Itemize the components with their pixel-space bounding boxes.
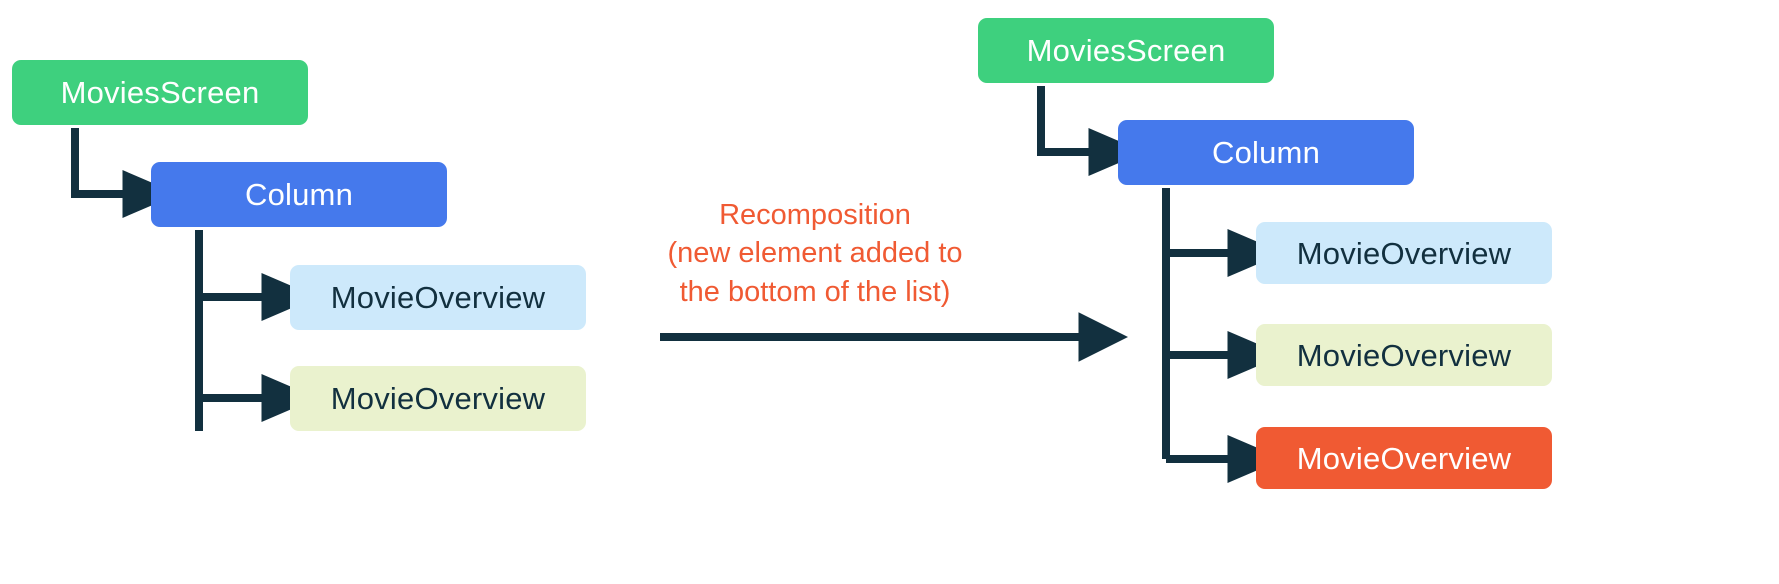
after-node-movies-screen-label: MoviesScreen	[1026, 33, 1226, 68]
after-node-movies-screen: MoviesScreen	[978, 18, 1274, 83]
after-node-movie-overview-3-new: MovieOverview	[1256, 427, 1552, 489]
recomposition-caption: Recomposition (new element added to the …	[640, 196, 990, 311]
after-node-column: Column	[1118, 120, 1414, 185]
recomposition-caption-line-1: Recomposition	[719, 199, 911, 231]
after-node-column-label: Column	[1211, 135, 1321, 170]
before-node-movie-overview-1-label: MovieOverview	[330, 280, 546, 315]
after-node-movie-overview-3-new-label: MovieOverview	[1296, 440, 1512, 476]
before-node-movie-overview-2: MovieOverview	[290, 366, 586, 431]
recomposition-caption-line-3: the bottom of the list)	[679, 275, 951, 308]
after-node-movie-overview-2: MovieOverview	[1256, 324, 1552, 386]
recomposition-caption-line-2: (new element added to	[667, 237, 963, 270]
before-node-movies-screen: MoviesScreen	[12, 60, 308, 125]
connector-left-screen-to-column	[71, 128, 179, 218]
before-node-column-label: Column	[244, 177, 354, 212]
after-node-movie-overview-2-label: MovieOverview	[1296, 337, 1512, 373]
connector-right-screen-to-column	[1037, 86, 1145, 176]
before-node-movie-overview-2-label: MovieOverview	[330, 381, 546, 416]
before-node-movies-screen-label: MoviesScreen	[60, 75, 260, 110]
before-node-movie-overview-1: MovieOverview	[290, 265, 586, 330]
after-node-movie-overview-1: MovieOverview	[1256, 222, 1552, 284]
after-node-movie-overview-1-label: MovieOverview	[1296, 235, 1512, 271]
before-node-column: Column	[151, 162, 447, 227]
